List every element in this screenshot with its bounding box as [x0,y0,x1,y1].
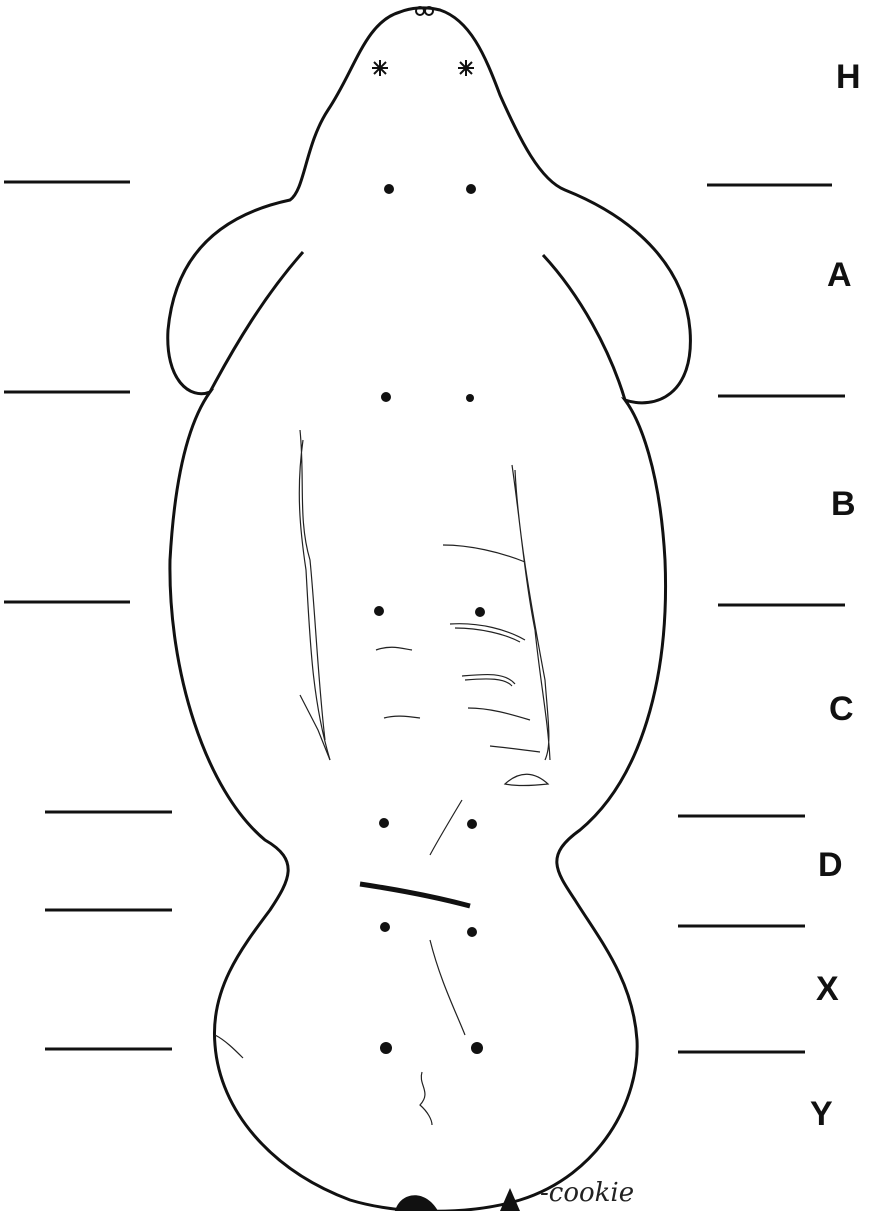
region-label-d: D [818,848,843,882]
region-label-a: A [827,258,852,292]
region-label-y: Y [810,1097,833,1131]
body-dots [374,184,485,1054]
region-label-b: B [831,487,856,521]
region-label-h: H [836,60,861,94]
cookie-annotation: -cookie [540,1180,634,1206]
left-flipper-crease [210,252,303,392]
scar-mark-long [360,884,470,906]
eye-icon [372,60,474,76]
region-divider [4,182,845,1052]
manatee-body-outline [168,8,691,1211]
region-label-c: C [829,692,854,726]
tail-notch-left [395,1195,438,1211]
scar-mark [215,430,550,1125]
right-flipper-crease [543,255,625,400]
region-label-x: X [816,972,839,1006]
